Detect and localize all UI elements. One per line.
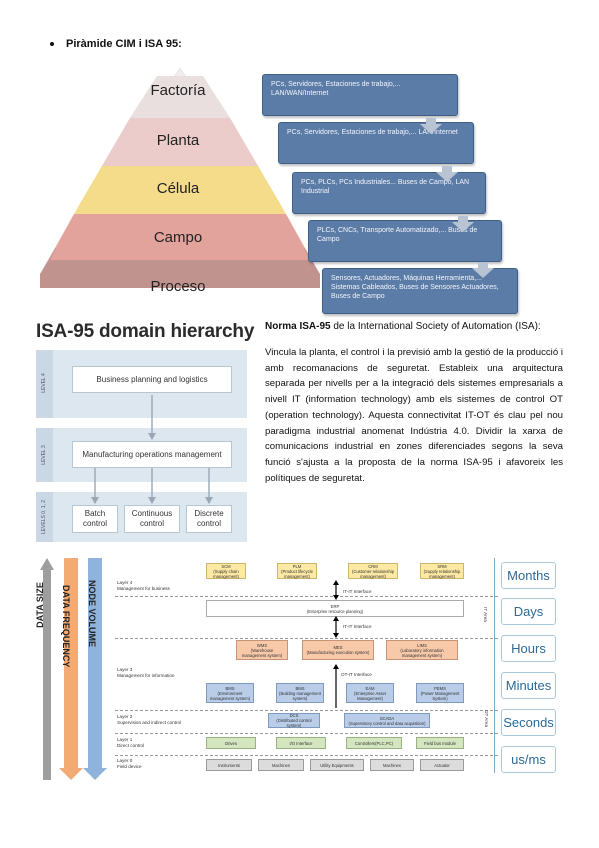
time-minutes: Minutes	[501, 672, 556, 699]
time-hours: Hours	[501, 635, 556, 662]
network-box-factoria: PCs, Servidores, Estaciones de trabajo,.…	[262, 74, 458, 116]
data-frequency-label: DATA FREQUENCY	[61, 585, 71, 668]
ot-it-interface-label: OT-IT Interface	[341, 672, 372, 677]
layer-separator	[115, 733, 498, 734]
isa-continuous-control-box: Continuous control	[124, 505, 180, 533]
layer-separator	[115, 710, 498, 711]
network-box-campo: PLCs, CNCs, Transporte Automatizado,... …	[308, 220, 502, 262]
network-box-celula: PCs, PLCs, PCs Industriales... Buses de …	[292, 172, 486, 214]
cim-pyramid	[40, 67, 320, 288]
instruments-box: Instruments	[206, 759, 252, 771]
crm-box: CRM(Customer relationship management)	[348, 563, 398, 579]
machines-box-2: Machines	[370, 759, 414, 771]
isa-discrete-control-box: Discrete control	[186, 505, 232, 533]
layer-separator	[115, 755, 498, 756]
pyramid-level-planta: Planta	[156, 132, 200, 149]
isa95-paragraph: Vincula la planta, el control i la previ…	[265, 347, 563, 484]
plm-box: PLM(Product lifecycle management)	[277, 563, 317, 579]
norma-heading-rest: de la International Society of Automatio…	[330, 321, 541, 332]
field-bus-module-box: Field bus module	[416, 737, 464, 749]
layer-separator	[115, 638, 498, 639]
isa-arrows	[91, 395, 213, 504]
time-days: Days	[501, 598, 556, 625]
drives-box: Drives	[206, 737, 256, 749]
it-it-interface-label-1: IT-IT Interface	[343, 589, 372, 594]
pyramid-level-celula: Célula	[156, 180, 200, 197]
pyramid-level-factoria: Factoría	[150, 82, 206, 99]
pyramid-level-campo: Campo	[153, 229, 203, 246]
pyramid-level-proceso: Proceso	[150, 278, 206, 295]
data-size-label: DATA SIZE	[35, 582, 45, 628]
norma-heading-bold: Norma ISA-95	[265, 321, 331, 332]
scada-box: SCADA(Supervisory control and data acqui…	[344, 713, 430, 728]
node-volume-label: NODE VOLUME	[87, 580, 97, 648]
time-months: Months	[501, 562, 556, 589]
isa-level3-tab	[36, 428, 53, 482]
bullet-text: Piràmide CIM i ISA 95:	[66, 38, 182, 50]
isa-manufacturing-ops-box: Manufacturing operations management	[72, 441, 232, 468]
layer-separator	[115, 596, 498, 597]
controllers-box: Controllers(PLC,PC)	[346, 737, 402, 749]
lims-box: LIMS(Laboratory information management s…	[386, 640, 458, 660]
machines-box-1: Machines	[258, 759, 304, 771]
mes-box: MES(Manufacturing execution system)	[302, 640, 374, 660]
bullet-dot	[50, 42, 54, 47]
actuator-box: Actuator	[420, 759, 464, 771]
bms-building-box: BMS(Building management system)	[276, 683, 324, 703]
isa-business-planning-box: Business planning and logistics	[72, 366, 232, 393]
ot-area-label: OT Area	[484, 709, 490, 728]
isa-batch-control-box: Batch control	[72, 505, 118, 533]
area-axis	[494, 558, 495, 773]
wms-box: WMS(Warehouse management system)	[236, 640, 288, 660]
data-arrows	[40, 558, 107, 780]
network-box-planta: PCs, Servidores, Estaciones de trabajo,.…	[278, 122, 474, 164]
eam-box: EAM(Enterprise Asset Management)	[346, 683, 394, 703]
it-it-interface-label-2: IT-IT Interface	[343, 624, 372, 629]
bms-environment-box: BMS(Environment management system)	[206, 683, 254, 703]
isa-level4-tab	[36, 350, 53, 418]
dcs-box: DCS(Distributed control system)	[268, 713, 320, 728]
utility-equipments-box: Utility Equipments	[310, 759, 364, 771]
time-us-ms: us/ms	[501, 746, 556, 773]
bullet-heading: Piràmide CIM i ISA 95:	[50, 38, 182, 50]
io-interface-box: I/O Interface	[276, 737, 326, 749]
chevron-arrows	[420, 118, 494, 278]
it-area-label: IT Area	[482, 607, 488, 622]
scm-box: SCM(Supply chain management)	[206, 563, 246, 579]
srm-box: SRM(Supply relationship management)	[420, 563, 464, 579]
isa-level012-tab	[36, 492, 53, 542]
interface-arrows	[333, 580, 339, 708]
pems-box: PEMS(Power Management System)	[416, 683, 464, 703]
time-seconds: Seconds	[501, 709, 556, 736]
erp-box: ERP(Enterprise resource planning)	[206, 600, 464, 617]
norma-heading: Norma ISA-95 de la International Society…	[265, 321, 541, 332]
isa95-title: ISA-95 domain hierarchy	[36, 321, 255, 342]
